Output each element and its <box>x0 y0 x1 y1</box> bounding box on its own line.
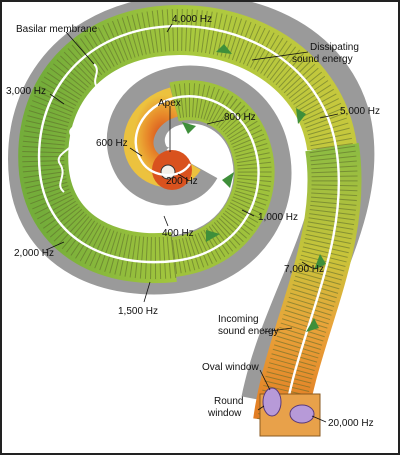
label-basilar-membrane: Basilar membrane <box>16 24 98 35</box>
label-7000hz: 7,000 Hz <box>284 264 324 275</box>
label-oval-window: Oval window <box>202 362 259 373</box>
label-round: Round <box>214 396 243 407</box>
label-3000hz: 3,000 Hz <box>6 86 46 97</box>
label-window: window <box>207 408 242 419</box>
label-800hz: 800 Hz <box>224 112 256 123</box>
cochlea-ribs <box>22 8 358 426</box>
round-window <box>289 404 315 424</box>
label-incoming: Incoming <box>218 314 259 325</box>
label-5000hz: 5,000 Hz <box>340 106 380 117</box>
label-sound-energy-2: sound energy <box>218 326 279 337</box>
label-1000hz: 1,000 Hz <box>258 212 298 223</box>
label-200hz: 200 Hz <box>166 176 198 187</box>
cochlea-outer-coil <box>18 5 357 283</box>
basilar-membrane-line <box>37 24 341 423</box>
leader-lines <box>45 23 339 423</box>
label-sound-energy-1: sound energy <box>292 54 353 65</box>
oval-window <box>262 387 282 417</box>
label-1500hz: 1,500 Hz <box>118 306 158 317</box>
label-dissipating: Dissipating <box>310 42 359 53</box>
label-2000hz: 2,000 Hz <box>14 248 54 259</box>
basilar-membrane-wavy <box>57 63 101 193</box>
energy-arrows <box>182 44 326 332</box>
label-apex: Apex <box>158 98 181 109</box>
cochlea-base-tube <box>253 142 362 426</box>
label-20000hz: 20,000 Hz <box>328 418 374 429</box>
label-400hz: 400 Hz <box>162 228 194 239</box>
label-4000hz: 4,000 Hz <box>172 14 212 25</box>
label-600hz: 600 Hz <box>96 138 128 149</box>
